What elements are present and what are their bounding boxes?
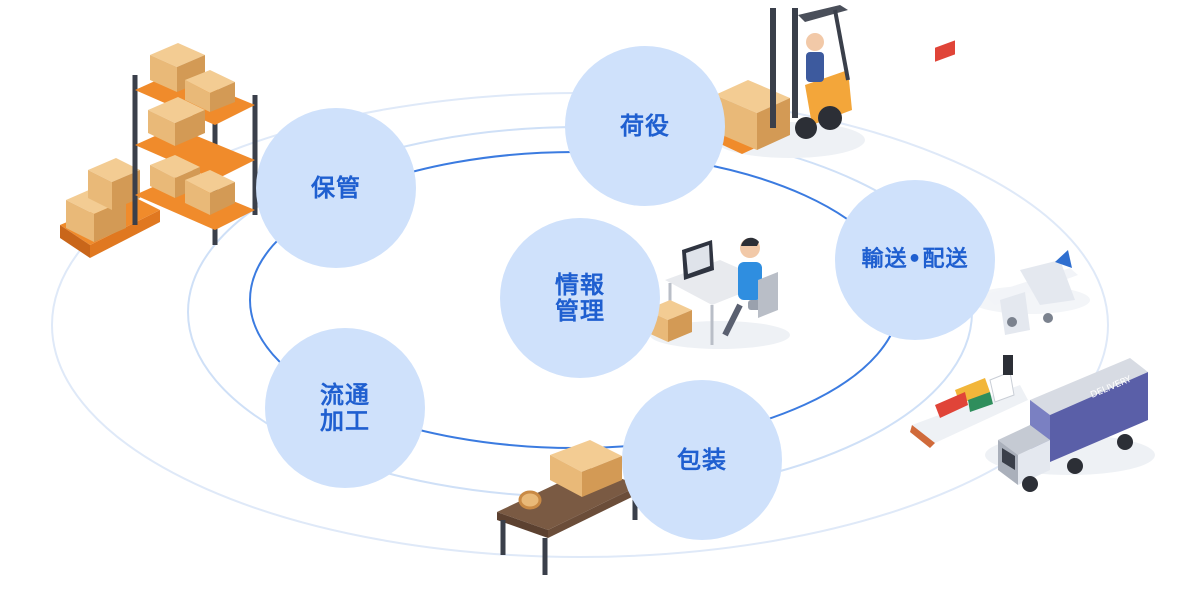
node-yuso-label: 輸送•配送 [861,247,969,272]
cargo-ship-icon [910,40,1028,448]
node-hoken-label: 保管 [311,174,361,202]
office-worker-icon [646,237,790,349]
node-yuso-label-wrap: 輸送•配送 [835,180,995,340]
node-joho-label: 情報 管理 [555,271,605,325]
node-yuso-circle [835,180,995,340]
node-niyaku-label: 荷役 [620,112,670,140]
node-niyaku-label-wrap: 荷役 [565,46,725,206]
node-joho-label-wrap: 情報 管理 [500,218,660,378]
node-hoken-circle [256,108,416,268]
airplane-icon [970,250,1090,335]
node-ryutsu-label: 流通 加工 [320,381,370,435]
node-niyaku-circle [565,46,725,206]
node-ryutsu-label-wrap: 流通 加工 [265,328,425,488]
warehouse-rack-icon [60,43,258,258]
node-hoken-label-wrap: 保管 [256,108,416,268]
node-hoso-circle [622,380,782,540]
node-ryutsu-circle [265,328,425,488]
diagram-nodes [256,46,995,540]
forklift-icon [712,5,865,158]
delivery-truck-icon: DELIVERY [985,358,1155,492]
node-joho-circle [500,218,660,378]
node-hoso-label-wrap: 包装 [622,380,782,540]
node-hoso-label: 包装 [677,446,727,474]
packing-table-icon [497,440,640,575]
